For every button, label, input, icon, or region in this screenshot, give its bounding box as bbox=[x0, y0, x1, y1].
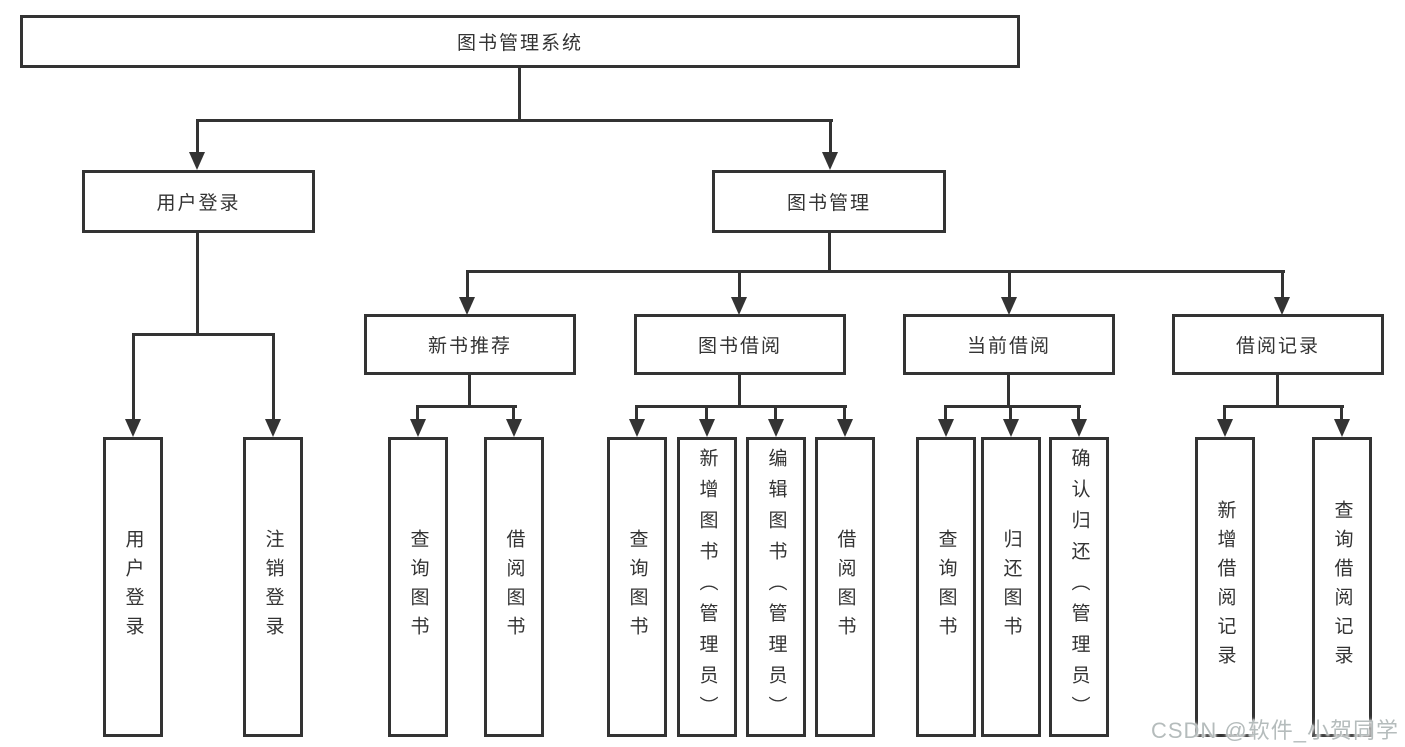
connector-drop-borrow-records bbox=[1281, 270, 1284, 299]
leaf-add-borrow-record: 新增借阅记录 bbox=[1195, 437, 1255, 737]
connector-records-stub bbox=[1276, 375, 1279, 408]
leaf-borrow-books-recommend: 借阅图书 bbox=[484, 437, 544, 737]
connector-drop-leaf-user-login bbox=[132, 333, 135, 421]
node-new-book-recommend: 新书推荐 bbox=[364, 314, 576, 375]
leaf-label: 确认归还（管理员） bbox=[1068, 447, 1090, 727]
connector-recommend-bar bbox=[416, 405, 517, 408]
arrowhead-query-books-borrow bbox=[629, 419, 645, 437]
leaf-label: 查询图书 bbox=[626, 529, 648, 645]
node-current-borrow: 当前借阅 bbox=[903, 314, 1115, 375]
arrowhead-query-books-recommend bbox=[410, 419, 426, 437]
connector-drop-query-borrow-record bbox=[1340, 405, 1343, 421]
connector-user-login-trunk bbox=[196, 233, 199, 336]
arrowhead-return-book bbox=[1003, 419, 1019, 437]
arrowhead-new-book-recommend bbox=[459, 297, 475, 315]
node-label: 图书借阅 bbox=[697, 336, 782, 357]
connector-root-trunk bbox=[518, 68, 521, 121]
leaf-return-book: 归还图书 bbox=[981, 437, 1041, 737]
leaf-label: 新增图书（管理员） bbox=[696, 447, 718, 727]
leaf-label: 查询图书 bbox=[407, 529, 429, 645]
leaf-logout: 注销登录 bbox=[243, 437, 303, 737]
connector-recommend-stub bbox=[468, 375, 471, 408]
node-book-management: 图书管理 bbox=[712, 170, 946, 233]
arrowhead-query-books-current bbox=[938, 419, 954, 437]
arrowhead-borrow-books-recommend bbox=[506, 419, 522, 437]
arrowhead-confirm-return bbox=[1071, 419, 1087, 437]
leaf-query-books-recommend: 查询图书 bbox=[388, 437, 448, 737]
leaf-label: 查询借阅记录 bbox=[1331, 500, 1353, 674]
leaf-borrow-books: 借阅图书 bbox=[815, 437, 875, 737]
arrowhead-book-borrow bbox=[731, 297, 747, 315]
arrowhead-leaf-user-login bbox=[125, 419, 141, 437]
leaf-label: 归还图书 bbox=[1000, 529, 1022, 645]
node-label: 用户登录 bbox=[156, 193, 241, 214]
leaf-label: 编辑图书（管理员） bbox=[765, 447, 787, 727]
connector-borrow-stub bbox=[738, 375, 741, 408]
node-library-management-system: 图书管理系统 bbox=[20, 15, 1020, 68]
node-borrow-records: 借阅记录 bbox=[1172, 314, 1384, 375]
connector-drop-edit-book-admin bbox=[774, 405, 777, 421]
connector-drop-book-borrow bbox=[738, 270, 741, 299]
node-label: 新书推荐 bbox=[427, 336, 512, 357]
connector-drop-confirm-return bbox=[1077, 405, 1080, 421]
connector-drop-leaf-logout bbox=[272, 333, 275, 421]
leaf-label: 新增借阅记录 bbox=[1214, 500, 1236, 674]
arrowhead-borrow-records bbox=[1274, 297, 1290, 315]
connector-book-mgmt-trunk bbox=[828, 233, 831, 273]
leaf-query-books-borrow: 查询图书 bbox=[607, 437, 667, 737]
connector-drop-return-book bbox=[1009, 405, 1012, 421]
arrowhead-add-book-admin bbox=[699, 419, 715, 437]
node-label: 当前借阅 bbox=[966, 336, 1051, 357]
connector-root-bar bbox=[196, 119, 833, 122]
connector-drop-add-borrow-record bbox=[1223, 405, 1226, 421]
leaf-user-login: 用户登录 bbox=[103, 437, 163, 737]
node-user-login: 用户登录 bbox=[82, 170, 315, 233]
leaf-add-book-admin: 新增图书（管理员） bbox=[677, 437, 737, 737]
connector-drop-current-borrow bbox=[1008, 270, 1011, 299]
arrowhead-book-management bbox=[822, 152, 838, 170]
leaf-label: 用户登录 bbox=[122, 529, 144, 645]
arrowhead-borrow-books bbox=[837, 419, 853, 437]
node-label: 图书管理系统 bbox=[456, 33, 583, 54]
connector-drop-borrow-books-recommend bbox=[512, 405, 515, 421]
arrowhead-edit-book-admin bbox=[768, 419, 784, 437]
connector-drop-query-books-current bbox=[944, 405, 947, 421]
node-label: 借阅记录 bbox=[1235, 336, 1320, 357]
arrowhead-current-borrow bbox=[1001, 297, 1017, 315]
connector-drop-new-book-recommend bbox=[466, 270, 469, 299]
connector-drop-add-book-admin bbox=[705, 405, 708, 421]
leaf-label: 查询图书 bbox=[935, 529, 957, 645]
connector-drop-user-login bbox=[196, 119, 199, 153]
connector-current-stub bbox=[1007, 375, 1010, 408]
connector-drop-query-books-borrow bbox=[635, 405, 638, 421]
node-label: 图书管理 bbox=[786, 193, 871, 214]
leaf-query-books-current: 查询图书 bbox=[916, 437, 976, 737]
connector-borrow-bar bbox=[635, 405, 847, 408]
connector-drop-book-management bbox=[829, 119, 832, 153]
connector-user-login-bar bbox=[132, 333, 275, 336]
leaf-label: 借阅图书 bbox=[503, 529, 525, 645]
csdn-watermark: CSDN @软件_小贺同学 bbox=[1150, 718, 1399, 743]
connector-book-mgmt-bar bbox=[466, 270, 1285, 273]
arrowhead-add-borrow-record bbox=[1217, 419, 1233, 437]
connector-current-bar bbox=[944, 405, 1081, 408]
connector-drop-borrow-books bbox=[843, 405, 846, 421]
leaf-confirm-return-admin: 确认归还（管理员） bbox=[1049, 437, 1109, 737]
arrowhead-leaf-logout bbox=[265, 419, 281, 437]
leaf-label: 注销登录 bbox=[262, 529, 284, 645]
connector-drop-query-books-recommend bbox=[416, 405, 419, 421]
leaf-label: 借阅图书 bbox=[834, 529, 856, 645]
leaf-edit-book-admin: 编辑图书（管理员） bbox=[746, 437, 806, 737]
arrowhead-query-borrow-record bbox=[1334, 419, 1350, 437]
leaf-query-borrow-record: 查询借阅记录 bbox=[1312, 437, 1372, 737]
arrowhead-user-login bbox=[189, 152, 205, 170]
connector-records-bar bbox=[1223, 405, 1344, 408]
node-book-borrow: 图书借阅 bbox=[634, 314, 846, 375]
